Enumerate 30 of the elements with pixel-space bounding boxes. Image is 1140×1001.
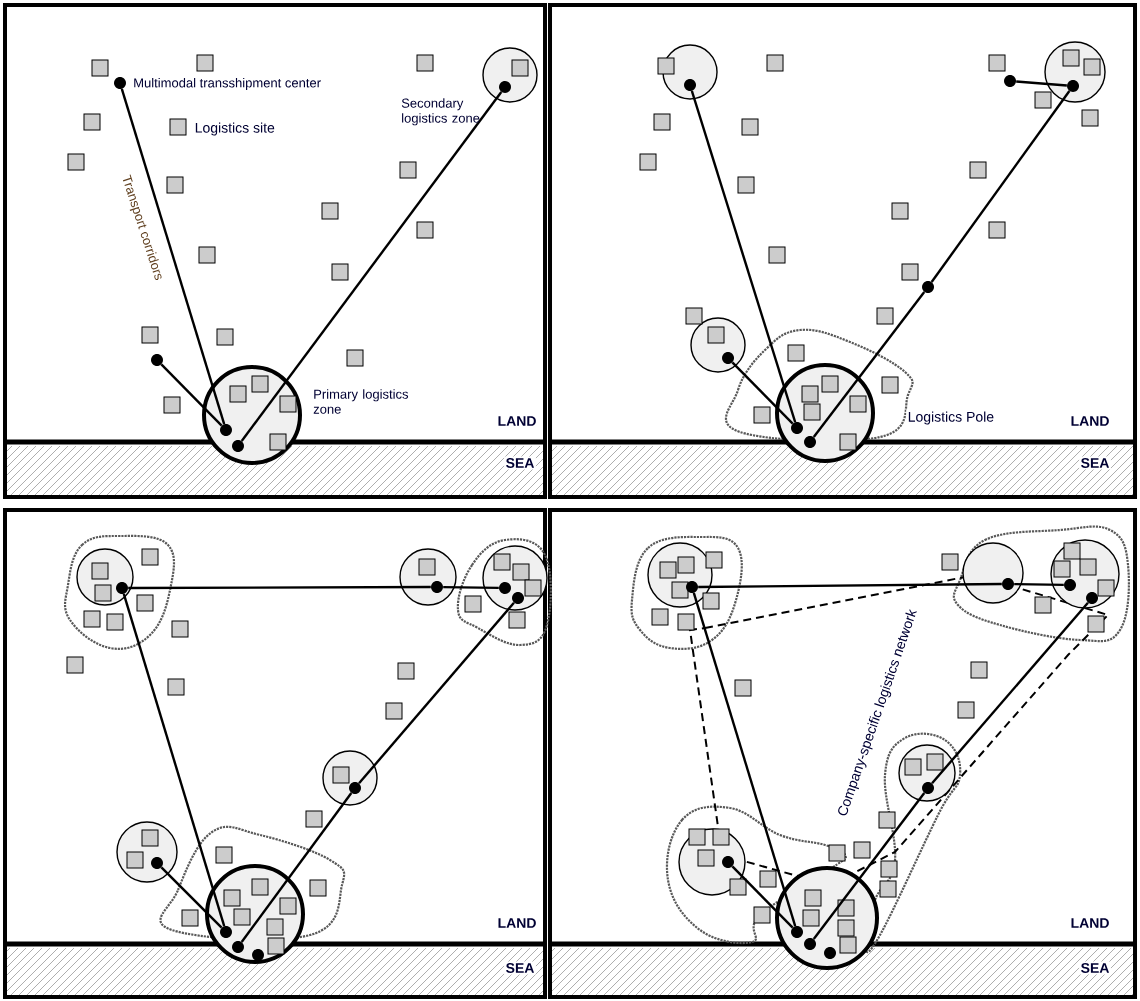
corridor-line <box>812 792 926 940</box>
text-label: SEA <box>504 961 536 975</box>
corridor-line <box>692 592 797 927</box>
corridor-line <box>240 792 353 943</box>
text-label: LAND <box>496 414 538 428</box>
zone-circle <box>962 542 1024 604</box>
text-label: Logistics site <box>193 121 277 138</box>
text-label: SEA <box>1079 961 1111 975</box>
text-label: SEA <box>1079 456 1111 470</box>
corridor-line <box>240 91 503 442</box>
zone-label: Secondary logistics zone <box>401 98 480 126</box>
text-label: Logistics Pole <box>906 410 996 427</box>
corridor-line <box>358 601 515 785</box>
zone-label: Primary logistics zone <box>313 389 409 414</box>
corridor-line <box>122 593 226 927</box>
zone-label: Multimodal transshipment center <box>134 77 321 91</box>
corridor-line <box>930 90 1071 283</box>
corridor-line <box>443 585 499 590</box>
corridor-line <box>731 361 794 425</box>
corridor-line <box>120 88 226 425</box>
text-label: LAND <box>1069 414 1111 428</box>
text-label: LAND <box>1069 916 1111 930</box>
text-label: SEA <box>504 456 536 470</box>
corridor-line <box>160 363 223 427</box>
corridor-line <box>128 585 431 590</box>
corridor-line <box>690 90 797 423</box>
corridor-line <box>698 582 1002 589</box>
corridor-line <box>1016 80 1067 87</box>
corridor-line <box>812 291 926 438</box>
text-label: LAND <box>496 916 538 930</box>
